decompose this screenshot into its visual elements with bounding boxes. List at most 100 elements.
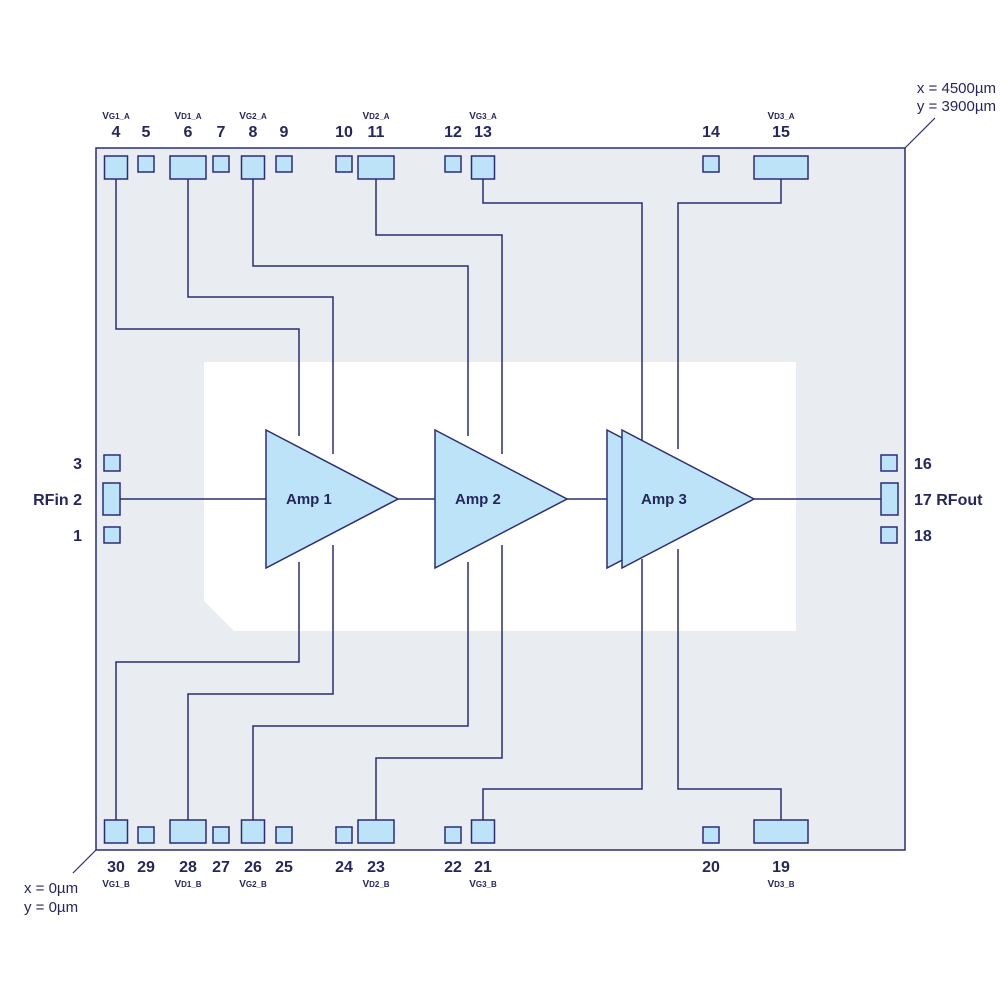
pad-label-rfin-2: RFin 2 [33, 492, 82, 509]
pad-label-18: 18 [914, 528, 932, 545]
pad-number-21: 21 [474, 859, 492, 876]
pad-signal-vd3-b: VD3_B [767, 879, 794, 890]
pad-23 [357, 819, 395, 844]
pad-22 [444, 826, 462, 844]
amplifier-3-triangle [621, 428, 756, 570]
pad-24 [335, 826, 353, 844]
pad-28 [169, 819, 207, 844]
pad-number-6: 6 [184, 124, 193, 141]
pad-signal-vd1-a: VD1_A [174, 111, 201, 122]
pad-signal-vg1-b: VG1_B [102, 879, 130, 890]
pad-10 [335, 155, 353, 173]
pad-2-rfin [102, 482, 121, 516]
wire-vd1-a [187, 179, 334, 454]
pad-number-7: 7 [217, 124, 226, 141]
wire-vg1-b [115, 562, 300, 820]
amplifier-2-triangle [434, 428, 569, 570]
pad-signal-vg2-b: VG2_B [239, 879, 267, 890]
amplifier-2-label: Amp 2 [455, 491, 501, 508]
wire-vg2-b [252, 562, 469, 820]
pad-number-29: 29 [137, 859, 155, 876]
pad-9 [275, 155, 293, 173]
pad-5 [137, 155, 155, 173]
pad-1 [103, 526, 121, 544]
pad-signal-vg3-b: VG3_B [469, 879, 497, 890]
wire-vg3-a [482, 179, 643, 440]
pad-signal-vd2-a: VD2_A [362, 111, 389, 122]
pad-number-19: 19 [772, 859, 790, 876]
pad-number-9: 9 [280, 124, 289, 141]
pad-label-17-rfout: 17 RFout [914, 492, 983, 509]
pad-3 [103, 454, 121, 472]
pad-number-28: 28 [179, 859, 197, 876]
amplifier-3: Amp 3 [606, 428, 756, 570]
pad-signal-vd1-b: VD1_B [174, 879, 201, 890]
bond-pads [102, 155, 899, 844]
wire-vg3-b [482, 559, 643, 820]
pad-signal-vg3-a: VG3_A [469, 111, 497, 122]
pad-8 [240, 155, 266, 180]
corner-bottom-left-x: x = 0µm [24, 880, 78, 897]
wire-vd2-a [375, 179, 503, 454]
pad-16 [880, 454, 898, 472]
pad-11 [357, 155, 395, 180]
corner-leader-bottom-left [72, 849, 97, 874]
pad-15 [753, 155, 809, 180]
pad-26 [240, 819, 266, 844]
pad-number-10: 10 [335, 124, 353, 141]
pad-27 [212, 826, 230, 844]
bias-wires [115, 179, 782, 820]
corner-bottom-left-y: y = 0µm [24, 899, 78, 916]
pad-number-13: 13 [474, 124, 492, 141]
pad-signal-vd2-b: VD2_B [362, 879, 389, 890]
pad-17-rfout [880, 482, 899, 516]
amplifier-3-label: Amp 3 [641, 491, 687, 508]
pad-14 [702, 155, 720, 173]
wire-vd1-b [187, 545, 334, 820]
pad-number-26: 26 [244, 859, 262, 876]
pad-label-16: 16 [914, 456, 932, 473]
pad-signal-vd3-a: VD3_A [767, 111, 794, 122]
corner-leader-top-right [904, 117, 936, 149]
amplifier-2: Amp 2 [434, 428, 569, 570]
pad-number-11: 11 [368, 124, 385, 141]
pad-number-8: 8 [249, 124, 258, 141]
wire-vd3-a [677, 179, 782, 449]
wire-vg1-a [115, 179, 300, 436]
pad-number-25: 25 [275, 859, 293, 876]
pad-20 [702, 826, 720, 844]
pad-13 [470, 155, 496, 180]
pad-number-27: 27 [212, 859, 230, 876]
pad-25 [275, 826, 293, 844]
wire-vd2-b [375, 545, 503, 820]
pad-number-23: 23 [367, 859, 385, 876]
corner-top-right-x: x = 4500µm [917, 80, 996, 97]
pad-number-24: 24 [335, 859, 353, 876]
pad-number-14: 14 [702, 124, 720, 141]
amplifier-1-label: Amp 1 [286, 491, 332, 508]
pad-6 [169, 155, 207, 180]
pad-number-22: 22 [444, 859, 462, 876]
amplifier-1-triangle [265, 428, 400, 570]
pad-21 [470, 819, 496, 844]
pad-4 [103, 155, 129, 180]
pad-signal-vg1-a: VG1_A [102, 111, 130, 122]
pad-18 [880, 526, 898, 544]
pad-19 [753, 819, 809, 844]
pad-12 [444, 155, 462, 173]
pad-number-4: 4 [112, 124, 121, 141]
pad-label-3: 3 [73, 456, 82, 473]
pad-number-12: 12 [444, 124, 462, 141]
pad-30 [103, 819, 129, 844]
pad-label-1: 1 [73, 528, 82, 545]
wire-vd3-b [677, 549, 782, 820]
pad-number-20: 20 [702, 859, 720, 876]
pad-number-15: 15 [772, 124, 790, 141]
pad-number-5: 5 [142, 124, 151, 141]
amplifier-1: Amp 1 [265, 428, 400, 570]
corner-top-right-y: y = 3900µm [917, 98, 996, 115]
pad-29 [137, 826, 155, 844]
pad-number-30: 30 [107, 859, 125, 876]
